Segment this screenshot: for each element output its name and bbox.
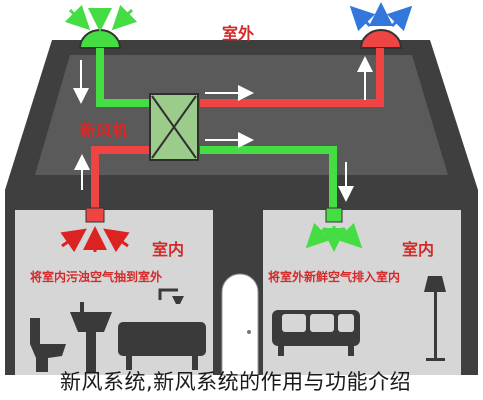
indoor-label-right: 室内: [402, 240, 435, 259]
floor-lamp: [424, 276, 446, 361]
attic-wall: [35, 55, 448, 175]
room-right: [263, 210, 461, 375]
intake-arrows: [64, 4, 138, 32]
fresh-air-unit: [149, 93, 199, 161]
indoor-label-left: 室内: [152, 240, 185, 259]
caption: 新风系统,新风系统的作用与功能介绍: [60, 370, 412, 394]
exhaust-vent: [359, 29, 403, 49]
ground-strip: [0, 375, 483, 385]
duct-flow-arrows: [73, 56, 373, 202]
fresh-air-duct: [96, 48, 337, 210]
intake-vent: [78, 29, 122, 49]
supply-description: 将室外新鲜空气排入室内: [268, 270, 401, 284]
roof-vents: [78, 29, 403, 49]
bathtub: [118, 288, 206, 370]
exhaust-description: 将室内污浊空气抽到室外: [30, 270, 163, 284]
fresh-air-unit-label: 新风机: [80, 121, 129, 140]
sink: [70, 302, 112, 372]
exhaust-intake-arrows: [60, 226, 130, 253]
supply-outflow-arrows: [305, 222, 363, 252]
exhaust-grille: [85, 207, 105, 223]
front-door: [221, 273, 259, 376]
outdoor-label: 室外: [222, 24, 255, 43]
supply-grille: [325, 207, 343, 223]
exhaust-arrows: [349, 2, 413, 32]
toilet: [30, 318, 66, 372]
living-room-fixtures: [272, 276, 446, 361]
bathroom-fixtures: [30, 288, 206, 372]
stale-air-duct: [91, 48, 384, 210]
sofa: [272, 310, 360, 356]
